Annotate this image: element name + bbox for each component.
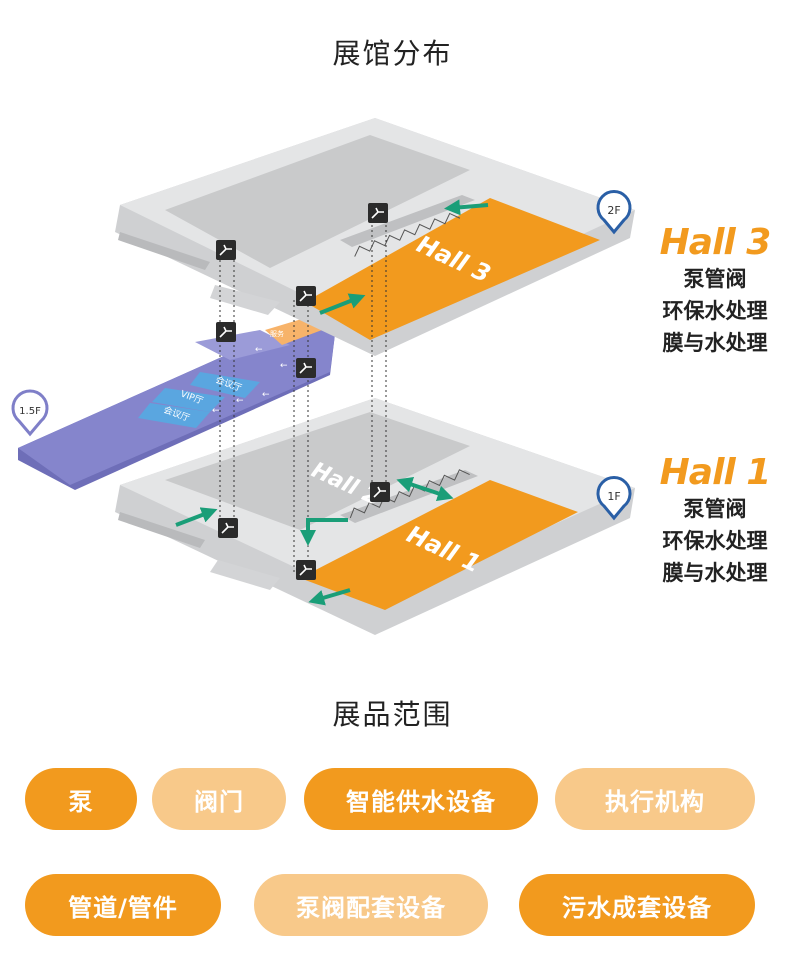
floor-pin-1f: 1F <box>596 476 632 521</box>
floor-pin-2f-label: 2F <box>607 204 620 217</box>
product-tag: 阀门 <box>152 768 286 830</box>
mezzanine-floor: 会议厅 VIP厅 会议厅 服务 ←←← ←← <box>18 318 335 490</box>
svg-text:←: ← <box>262 390 270 400</box>
product-tag: 智能供水设备 <box>304 768 538 830</box>
hall-3-item: 泵管阀 <box>683 267 747 291</box>
section-title-products: 展品范围 <box>332 698 453 731</box>
hall-1-item: 膜与水处理 <box>662 561 768 585</box>
product-tag: 污水成套设备 <box>519 874 755 936</box>
hall-1-item: 泵管阀 <box>683 497 747 521</box>
svg-text:←: ← <box>255 345 263 355</box>
product-tag: 管道/管件 <box>25 874 221 936</box>
floor-pin-2f: 2F <box>596 190 632 235</box>
hall-3-area <box>305 198 600 340</box>
floor-plan-map: Hall 2 Hall 1 会议厅 VIP厅 会议厅 服务 ←←← ←← Hal… <box>11 118 635 635</box>
product-tag: 泵 <box>25 768 137 830</box>
hall-1-legend: Hall 1 泵管阀 环保水处理 膜与水处理 <box>655 452 775 589</box>
svg-text:←: ← <box>280 361 288 371</box>
connector-lines <box>219 220 387 572</box>
product-tag: 泵阀配套设备 <box>254 874 488 936</box>
hall-3-legend: Hall 3 泵管阀 环保水处理 膜与水处理 <box>655 222 775 359</box>
section-title-halls: 展馆分布 <box>332 37 453 70</box>
hall-3-item: 环保水处理 <box>662 299 768 323</box>
upper-floor: Hall 3 <box>115 118 635 356</box>
svg-text:←: ← <box>212 406 220 416</box>
hall-2-area <box>165 412 470 530</box>
hall-1-name: Hall 1 <box>659 452 772 493</box>
escalator-icon <box>216 203 390 580</box>
direction-arrows <box>175 199 489 606</box>
room-label-small: 服务 <box>270 329 284 338</box>
floor-pin-15f: 1.5F <box>11 389 49 437</box>
svg-text:←: ← <box>236 396 244 406</box>
hall-1-item: 环保水处理 <box>662 529 768 553</box>
floor-pin-15f-label: 1.5F <box>19 406 41 417</box>
hall-1-area <box>300 480 578 610</box>
product-tag: 执行机构 <box>555 768 755 830</box>
hall-3-name: Hall 3 <box>659 222 772 263</box>
floor-pin-1f-label: 1F <box>607 490 620 503</box>
hall-3-item: 膜与水处理 <box>662 331 768 355</box>
